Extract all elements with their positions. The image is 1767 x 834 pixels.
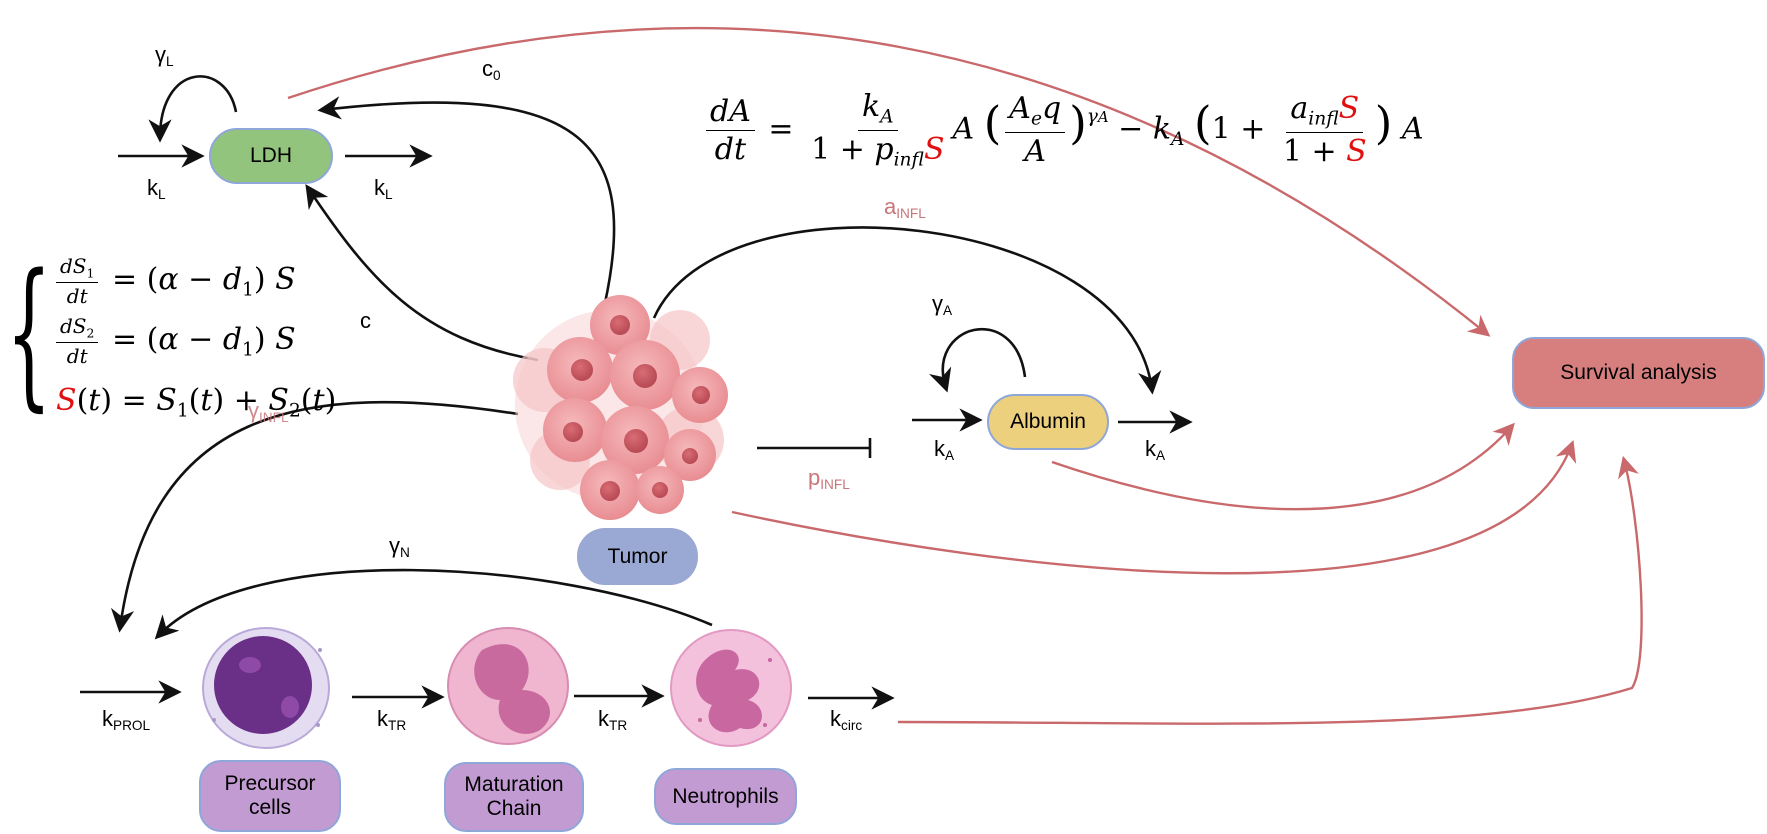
kl-out-label: kL [374,175,393,203]
precursor-cell-icon [202,627,330,749]
albumin-node: Albumin [987,394,1109,450]
arrow-albumin-self-loop [929,327,1027,393]
arrow-neutrophil-feedback [154,568,713,640]
maturation-cell-icon [447,627,569,745]
neutrophils-label: Neutrophils [672,784,779,808]
kl-in-label: kL [147,175,166,203]
arrow-neutrophils-to-survival [897,455,1643,725]
arrow-ldh-to-survival [287,26,1491,337]
precursor-cells-label: Precursor cells [224,772,316,819]
a-infl-label: aINFL [884,194,926,222]
arrow-tumor-to-albumin [652,226,1162,395]
gamma-l-label: γL [155,42,174,70]
arrow-tumor-to-ldh-c0 [317,96,616,304]
gamma-a-label: γA [932,291,953,319]
k-circ-label: kcirc [830,706,863,734]
k-tr-1-label: kTR [377,706,407,734]
k-prol-label: kPROL [102,706,151,734]
gamma-n-label: γN [389,533,410,561]
neutrophil-cell-icon [670,629,792,747]
k-tr-2-label: kTR [598,706,628,734]
precursor-cells-node: Precursor cells [199,760,341,832]
c0-label: c0 [482,56,501,84]
arrow-tumor-to-precursor [110,400,519,633]
albumin-label: Albumin [1010,410,1086,433]
maturation-chain-node: Maturation Chain [444,762,584,832]
ldh-node: LDH [209,128,333,184]
arrow-ldh-self-loop [148,75,238,143]
tumor-node: Tumor [577,528,698,585]
ka-in-label: kA [934,436,955,464]
arrow-albumin-to-survival [1051,422,1515,511]
black-arrows [80,75,1193,710]
maturation-chain-label: Maturation Chain [464,773,564,820]
c-label: c [360,308,371,333]
ka-out-label: kA [1145,436,1166,464]
p-infl-label: pINFL [808,465,850,493]
arrow-tumor-to-ldh-c [305,184,539,362]
survival-analysis-label: Survival analysis [1560,361,1717,384]
neutrophils-node: Neutrophils [654,768,797,825]
survival-analysis-node: Survival analysis [1512,337,1765,409]
red-arrows [287,26,1643,725]
ldh-label: LDH [249,144,292,167]
tumor-cell-cluster-icon [513,295,728,520]
tumor-label: Tumor [607,544,668,568]
arrow-tumor-to-survival [731,439,1577,575]
gamma-infl-label: γINFL [248,398,289,426]
